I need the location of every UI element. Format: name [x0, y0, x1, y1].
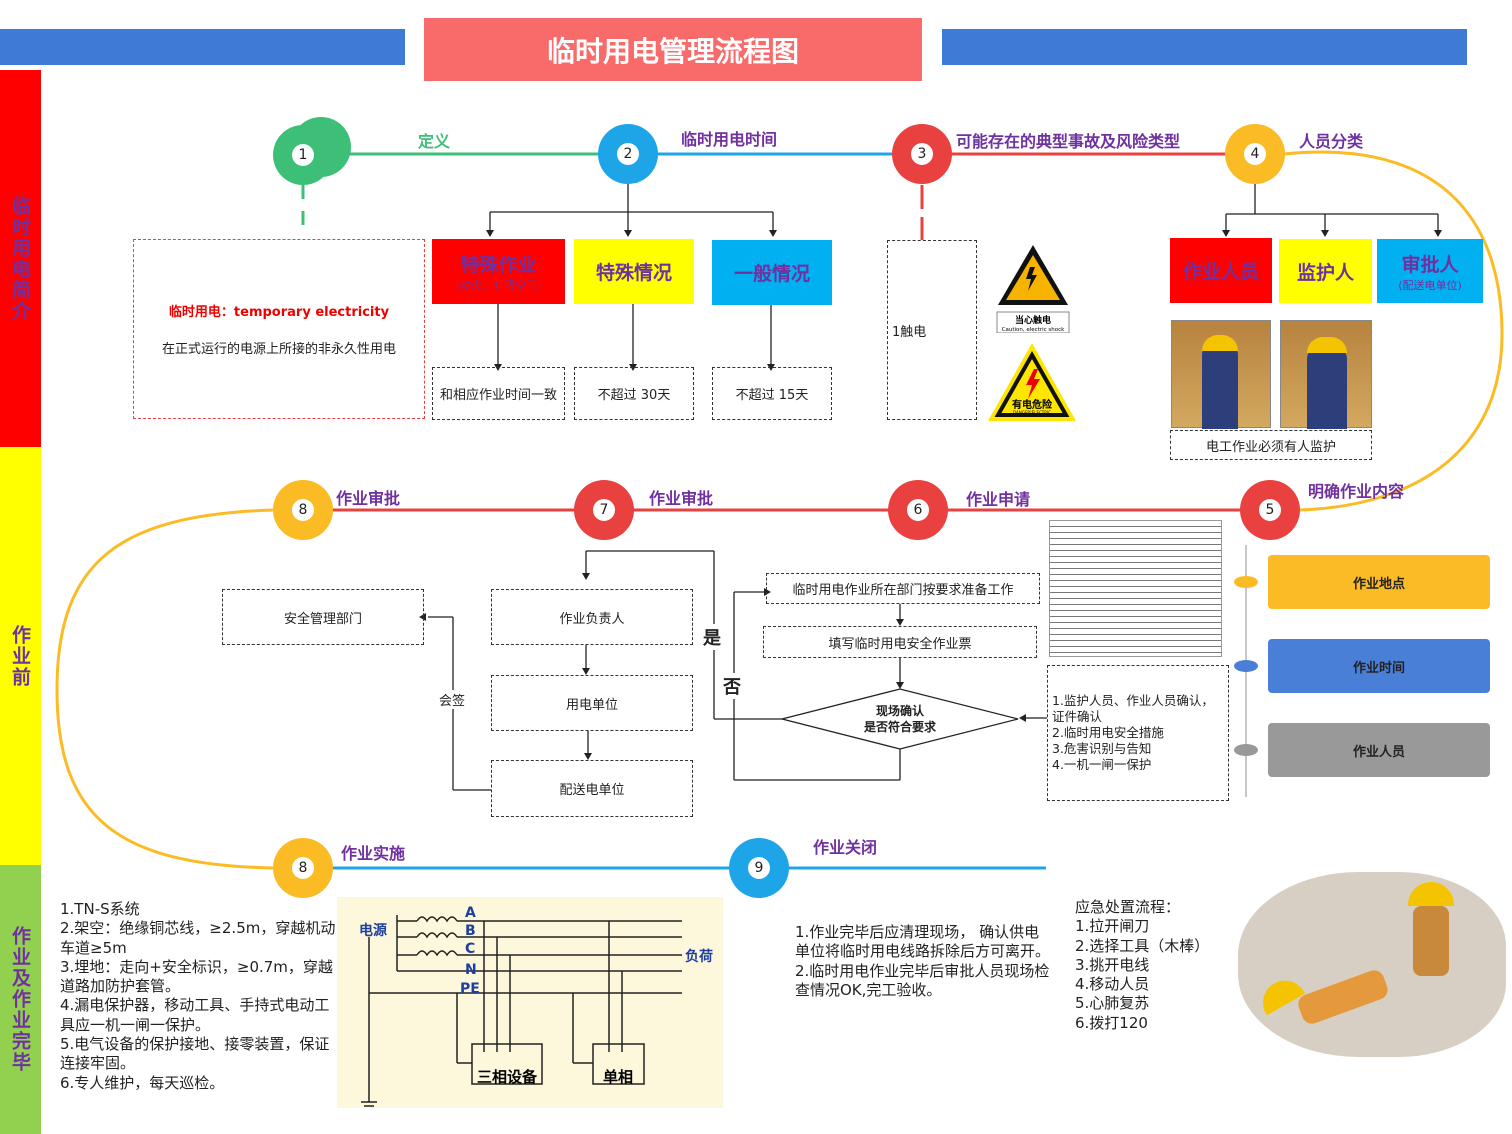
decision-diamond-text: 现场确认是否符合要求: [863, 704, 936, 734]
role-approver: 审批人(配送电单位): [1377, 239, 1483, 303]
definition-box: 临时用电：temporary electricity 在正式运行的电源上所接的非…: [133, 239, 425, 419]
step-8-approval-label: 作业审批: [336, 489, 401, 508]
svg-text:PE: PE: [460, 981, 480, 997]
step-2-label: 临时用电时间: [681, 130, 778, 149]
svg-text:N: N: [465, 962, 477, 978]
step-8-approval-circle: 8: [273, 480, 333, 540]
step-8-impl-circle: 8: [273, 838, 333, 898]
content-personnel: 作业人员: [1268, 723, 1490, 777]
time-result-special-case: 不超过 30天: [574, 367, 694, 420]
emergency-text: 应急处置流程： 1.拉开闸刀 2.选择工具（木棒） 3.挑开电线 4.移动人员 …: [1075, 898, 1210, 1032]
step-1-label: 定义: [418, 132, 451, 151]
step-8-impl-label: 作业实施: [341, 844, 406, 863]
work-leader-box: 作业负责人: [491, 589, 693, 645]
danger-electric-sign-icon: 有电危险 DANGER!ELECTRIC: [988, 343, 1076, 421]
header-bar-right: [942, 29, 1467, 65]
step-5-circle: 5: [1240, 480, 1300, 540]
header-bar-left: [0, 29, 405, 65]
time-result-special-work: 和相应作业时间一致: [432, 367, 565, 420]
step-2-circle: 2: [598, 124, 658, 184]
section-before: 作业前: [0, 447, 41, 865]
svg-text:电源: 电源: [359, 922, 387, 939]
step-4-circle: 4: [1225, 124, 1285, 184]
step-7-label: 作业审批: [649, 489, 714, 508]
step-5-label: 明确作业内容: [1308, 482, 1405, 501]
tns-wiring-diagram: [337, 897, 723, 1108]
step-3-circle: 3: [892, 124, 952, 184]
step-6-label: 作业申请: [966, 490, 1031, 509]
people-caption: 电工作业必须有人监护: [1170, 430, 1372, 460]
time-general-case: 一般情况: [712, 240, 832, 305]
risk-box: 1触电: [887, 240, 977, 420]
guardian-image: [1280, 320, 1372, 429]
emergency-rescue-image: [1238, 872, 1506, 1057]
countersign-label: 会签: [439, 690, 466, 709]
page-title: 临时用电管理流程图: [424, 18, 922, 81]
role-guardian: 监护人: [1279, 239, 1372, 303]
step-7-circle: 7: [574, 480, 634, 540]
prepare-box: 临时用电作业所在部门按要求准备工作: [766, 573, 1040, 604]
svg-text:A: A: [465, 905, 476, 921]
svg-text:当心触电: 当心触电: [1015, 314, 1051, 326]
time-special-work: 特殊作业(动火、有限空间): [432, 239, 565, 304]
content-location: 作业地点: [1268, 555, 1490, 609]
definition-desc: 在正式运行的电源上所接的非永久性用电: [161, 342, 396, 357]
fill-permit-box: 填写临时用电安全作业票: [763, 626, 1037, 658]
svg-text:有电危险: 有电危险: [1012, 398, 1053, 411]
definition-term: 临时用电：temporary electricity: [168, 305, 390, 320]
step-4-label: 人员分类: [1299, 132, 1364, 151]
svg-text:DANGER!ELECTRIC: DANGER!ELECTRIC: [1013, 410, 1051, 415]
time-result-general: 不超过 15天: [712, 367, 832, 420]
checks-box: 1.监护人员、作业人员确认， 证件确认 2.临时用电安全措施 3.危害识别与告知…: [1047, 665, 1229, 801]
implementation-text: 1.TN-S系统 2.架空：绝缘铜芯线，≥2.5m，穿越机动车道≥5m 3.埋地…: [60, 900, 336, 1092]
svg-text:B: B: [465, 923, 476, 939]
time-special-case: 特殊情况: [574, 239, 694, 304]
yes-label: 是: [703, 624, 721, 650]
role-worker: 作业人员: [1170, 238, 1272, 303]
electrician-working-image: [1171, 320, 1271, 429]
caution-shock-sign-icon: 当心触电 Caution, electric shock: [996, 245, 1070, 333]
svg-text:负荷: 负荷: [685, 948, 713, 965]
closing-text: 1.作业完毕后应清理现场， 确认供电单位将临时用电线路拆除后方可离开。 2.临时…: [795, 923, 1051, 999]
step-3-label: 可能存在的典型事故及风险类型: [956, 132, 1181, 151]
power-supply-box: 配送电单位: [491, 760, 693, 817]
safety-dept-box: 安全管理部门: [222, 589, 424, 645]
svg-text:C: C: [465, 941, 475, 957]
svg-text:Caution, electric shock: Caution, electric shock: [1002, 327, 1066, 333]
power-user-box: 用电单位: [491, 675, 693, 731]
step-6-circle: 6: [888, 480, 948, 540]
no-label: 否: [723, 673, 741, 699]
work-permit-form-image: [1049, 520, 1222, 657]
section-during: 作业及作业完毕: [0, 865, 41, 1134]
step-1-circle: 1: [273, 125, 333, 185]
step-9-circle: 9: [729, 838, 789, 898]
section-intro: 临时用电简介: [0, 70, 41, 447]
svg-text:单相: 单相: [603, 1068, 633, 1086]
step-9-label: 作业关闭: [813, 838, 878, 857]
content-time: 作业时间: [1268, 639, 1490, 693]
svg-text:三相设备: 三相设备: [477, 1068, 538, 1086]
